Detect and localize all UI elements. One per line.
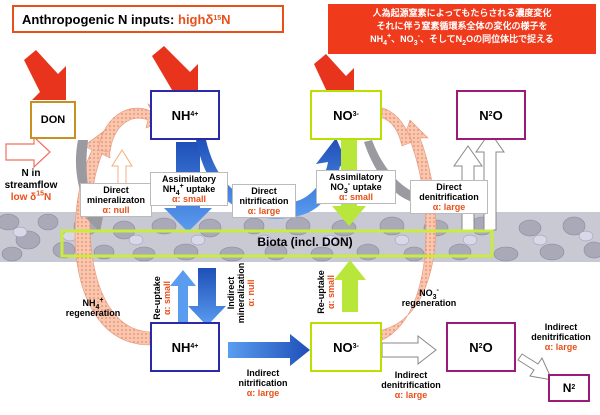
title-high: high bbox=[178, 11, 206, 27]
n2o-to-n2-arrow bbox=[517, 353, 553, 381]
indirect-denitrification-label: Indirect denitrification α: large bbox=[381, 370, 441, 400]
direct-nitrification-label: Direct nitrification α: large bbox=[232, 184, 296, 218]
jp-note-line1: 人為起源窒素によってもたらされる濃度変化 bbox=[372, 8, 552, 18]
n2o-hollow-arrow-right bbox=[475, 131, 505, 231]
indirect-mineralization-arrow bbox=[188, 268, 226, 326]
biota-band bbox=[0, 212, 600, 262]
streamflow-arrow bbox=[5, 135, 51, 169]
indirect-nitrification-label: Indirect nitrification α: large bbox=[238, 368, 288, 398]
reuptake-left-label: Re-uptake α: small bbox=[152, 276, 172, 320]
biota-box bbox=[60, 229, 494, 258]
reuptake-right-label: Re-uptake α: small bbox=[316, 270, 336, 314]
no3-regeneration-label: NO3- regeneration bbox=[401, 287, 457, 308]
indirect-mineralization-label: Indirect mineralization α: null bbox=[226, 262, 256, 324]
nh4-regeneration-label: NH4+ regeneration bbox=[65, 297, 121, 318]
indirect-denitrification-arrow bbox=[381, 334, 437, 366]
title-delta: δ bbox=[205, 11, 214, 27]
indirect-nitrification-arrow bbox=[228, 334, 310, 366]
title-prefix: Anthropogenic N inputs: bbox=[22, 11, 175, 27]
reuptake-right-arrow bbox=[334, 260, 366, 312]
biota-label: Biota (incl. DON) bbox=[257, 235, 353, 249]
jp-note-line3: NH4+、NO3-、そしてN2Oの同位体比で捉える bbox=[370, 33, 554, 47]
streamflow-label: N in streamflow low δ15N bbox=[4, 168, 58, 203]
don-to-biota-grey-arrow bbox=[75, 140, 104, 232]
reuptake-left-arrow bbox=[170, 270, 196, 338]
direct-denitrification-label: Direct denitrification α: large bbox=[410, 180, 488, 214]
direct-mineralization-label: Direct mineralizaton α: null bbox=[80, 183, 152, 217]
jp-note: 人為起源窒素によってもたらされる濃度変化 それに伴う窒素循環系全体の変化の様子を… bbox=[328, 4, 596, 54]
assimilatory-no3-uptake-label: Assimilatory NO3- uptake α: small bbox=[316, 170, 396, 204]
assimilatory-nh4-uptake-label: Assimilatory NH4+ uptake α: small bbox=[150, 172, 228, 206]
title-n: N bbox=[221, 11, 231, 27]
don-box: DON bbox=[30, 101, 76, 139]
jp-note-line2: それに伴う窒素循環系全体の変化の様子を bbox=[376, 21, 548, 31]
indirect-denitrification-n2-label: Indirect denitrification α: large bbox=[531, 322, 591, 352]
